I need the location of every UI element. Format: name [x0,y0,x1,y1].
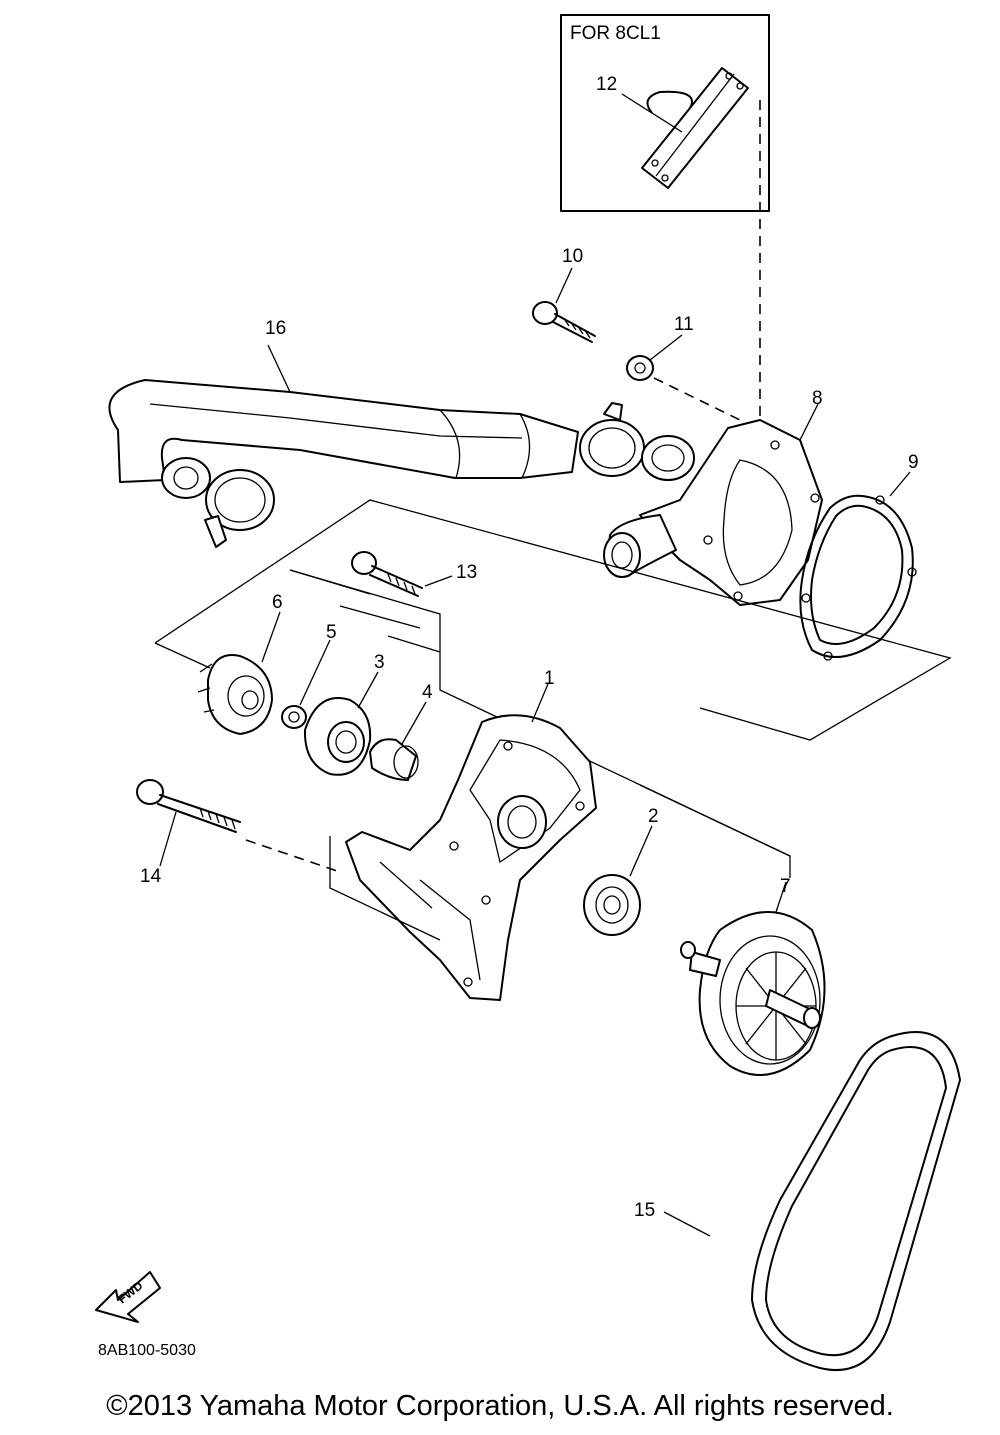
part-10-bolt[interactable] [532,267,596,343]
part-label-8: 8 [812,388,823,409]
part-label-15: 15 [634,1200,655,1221]
part-label-1: 1 [544,668,555,689]
part-labels: 12 10 11 16 8 9 13 6 5 3 1 4 2 14 7 15 [140,74,919,1221]
part-label-4: 4 [422,682,433,703]
part-2-bearing[interactable] [583,825,653,936]
part-15-drive-belt[interactable] [663,1031,961,1372]
part-label-9: 9 [908,452,919,473]
part-13-bolt[interactable] [351,551,453,597]
part-1-pump-body[interactable] [345,683,597,1001]
part-label-11: 11 [674,314,694,335]
part-11-washer[interactable] [626,334,683,381]
part-label-5: 5 [326,622,337,643]
part-14-long-bolt[interactable] [136,779,241,867]
drawing-code: 8AB100-5030 [98,1342,196,1359]
part-label-6: 6 [272,592,283,613]
part-12-pipe-plate[interactable] [621,67,749,189]
part-label-10: 10 [562,246,583,267]
part-5-washer[interactable] [281,639,331,729]
part-label-13: 13 [456,562,477,583]
fwd-arrow-icon: FWD [95,1271,161,1323]
part-6-impeller[interactable] [197,611,281,735]
copyright-notice: ©2013 Yamaha Motor Corporation, U.S.A. A… [106,1390,894,1422]
part-16-water-hose[interactable] [108,344,579,499]
part-3-seal[interactable] [303,671,379,776]
hose-clamp-lower[interactable] [204,469,275,548]
part-label-3: 3 [374,652,385,673]
leader-14-to-1 [245,839,341,873]
part-label-7: 7 [780,876,791,897]
assembly-bracket [154,499,952,878]
hose-clamp-upper[interactable] [579,402,645,477]
bracket-14 [329,836,441,941]
inset-label: FOR 8CL1 [570,23,661,44]
part-4-collar[interactable] [369,701,427,781]
part-8-pump-housing[interactable] [603,403,823,606]
part-label-16: 16 [265,318,286,339]
part-7-pulley[interactable] [680,881,826,1076]
part-label-2: 2 [648,806,659,827]
part-label-12: 12 [596,74,617,95]
inset-box-8cl1: FOR 8CL1 [560,14,770,212]
part-label-14: 14 [140,866,162,887]
part-9-gasket[interactable] [799,471,917,661]
leader-11-to-8 [653,377,741,421]
